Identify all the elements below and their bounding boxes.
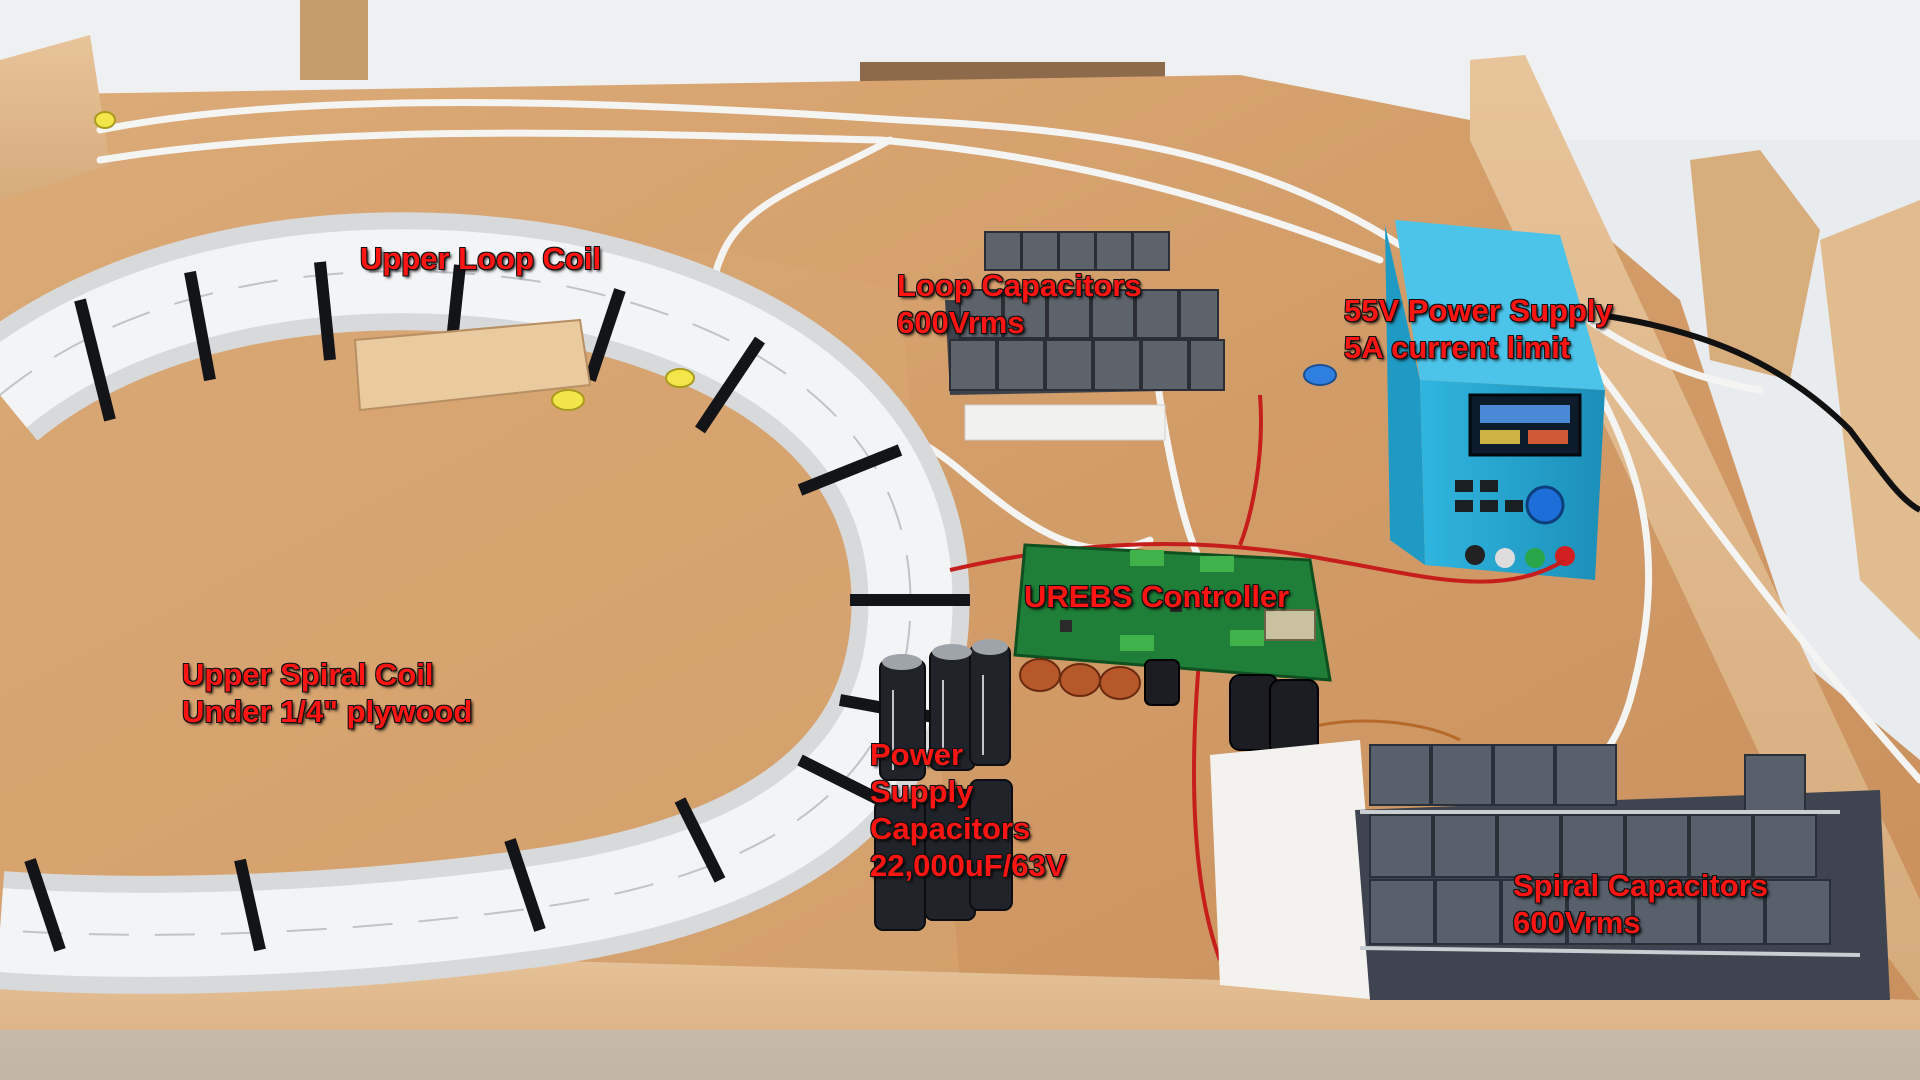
label-controller-text: UREBS Controller <box>1024 579 1290 614</box>
label-spiral-capacitors-line2: 600Vrms <box>1513 905 1641 940</box>
frame-post-left <box>0 35 110 200</box>
label-upper-loop-coil: Upper Loop Coil <box>360 240 601 277</box>
label-psu-caps-line1: Power <box>870 737 964 772</box>
label-power-supply-line2: 5A current limit <box>1344 330 1571 365</box>
packing-box <box>1820 200 1920 640</box>
floor <box>0 1030 1920 1080</box>
electrolytic-capacitors <box>874 639 1013 931</box>
label-loop-capacitors: Loop Capacitors 600Vrms <box>897 267 1142 341</box>
label-psu-caps-line4: 22,000uF/63V <box>870 848 1067 883</box>
label-power-supply-capacitors: Power Supply Capacitors 22,000uF/63V <box>870 736 1066 884</box>
label-psu-caps-line2: Supply <box>870 774 974 809</box>
foam-pad <box>1210 740 1380 1000</box>
board-display <box>1264 609 1316 641</box>
label-power-supply-line1: 55V Power Supply <box>1344 293 1613 328</box>
label-spiral-capacitors: Spiral Capacitors 600Vrms <box>1513 867 1768 941</box>
label-upper-spiral-coil-line1: Upper Spiral Coil <box>182 657 434 692</box>
label-upper-loop-coil-text: Upper Loop Coil <box>360 241 602 276</box>
psu-display <box>1468 393 1582 457</box>
spiral-capacitor-bank <box>1355 744 1890 1000</box>
label-upper-spiral-coil-line2: Under 1/4" plywood <box>182 694 473 729</box>
frame-block-right <box>1690 150 1820 380</box>
door-frame <box>300 0 368 80</box>
label-loop-capacitors-line2: 600Vrms <box>897 305 1025 340</box>
label-power-supply: 55V Power Supply 5A current limit <box>1344 292 1613 366</box>
label-spiral-capacitors-line1: Spiral Capacitors <box>1513 868 1768 903</box>
spiral-coil <box>0 212 970 994</box>
bench-power-supply <box>1385 220 1605 580</box>
wood-block <box>353 318 592 412</box>
label-controller: UREBS Controller <box>1024 578 1289 615</box>
label-psu-caps-line3: Capacitors <box>870 811 1031 846</box>
label-upper-spiral-coil: Upper Spiral Coil Under 1/4" plywood <box>182 656 472 730</box>
label-loop-capacitors-line1: Loop Capacitors <box>897 268 1142 303</box>
power-cord <box>1599 312 1920 513</box>
frame-rail-right <box>1470 55 1920 1000</box>
controller-board <box>1013 543 1332 756</box>
loop-capacitor-bank <box>945 231 1225 441</box>
